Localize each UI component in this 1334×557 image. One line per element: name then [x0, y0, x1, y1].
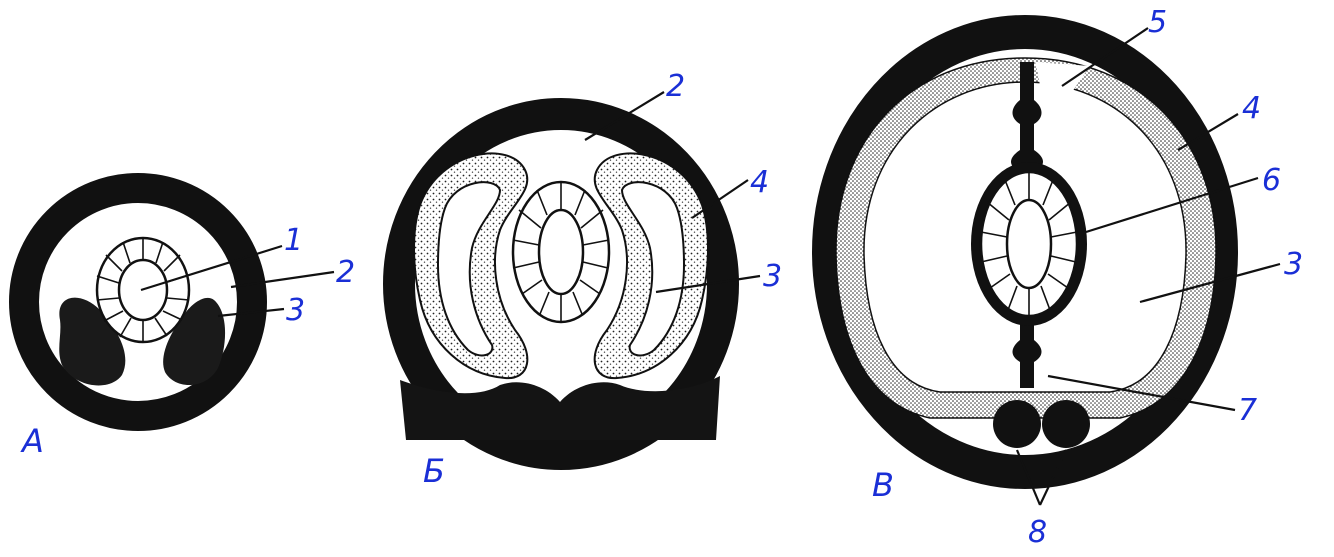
panel-c-callout-4: 4: [1242, 91, 1261, 126]
panel-b-callout-2: 2: [666, 69, 685, 104]
panel-b-callout-4: 4: [750, 165, 769, 200]
panel-b-label: Б: [423, 452, 445, 490]
panel-a-callout-3: 3: [286, 293, 305, 328]
panel-c-ventral-ganglion-right: [1042, 400, 1090, 448]
panel-c-label: В: [872, 466, 894, 504]
panel-b-callout-3: 3: [763, 259, 782, 294]
panel-c-callout-5: 5: [1148, 5, 1167, 40]
panel-c-neural-tube: [971, 162, 1087, 326]
panel-c-ventral-ganglion-left: [993, 400, 1041, 448]
panel-c-callout-7: 7: [1238, 393, 1257, 428]
panel-c-callout-3: 3: [1284, 247, 1303, 282]
panel-c: [829, 28, 1280, 505]
panel-c-callout-8: 8: [1028, 515, 1047, 550]
panel-a-callout-1: 1: [284, 223, 303, 258]
panel-b: [399, 92, 760, 454]
panel-c-callout-6: 6: [1262, 163, 1281, 198]
panel-b-neural-tube: [513, 182, 609, 322]
panel-a-label: A: [20, 422, 44, 460]
panel-a-callout-2: 2: [336, 255, 355, 290]
